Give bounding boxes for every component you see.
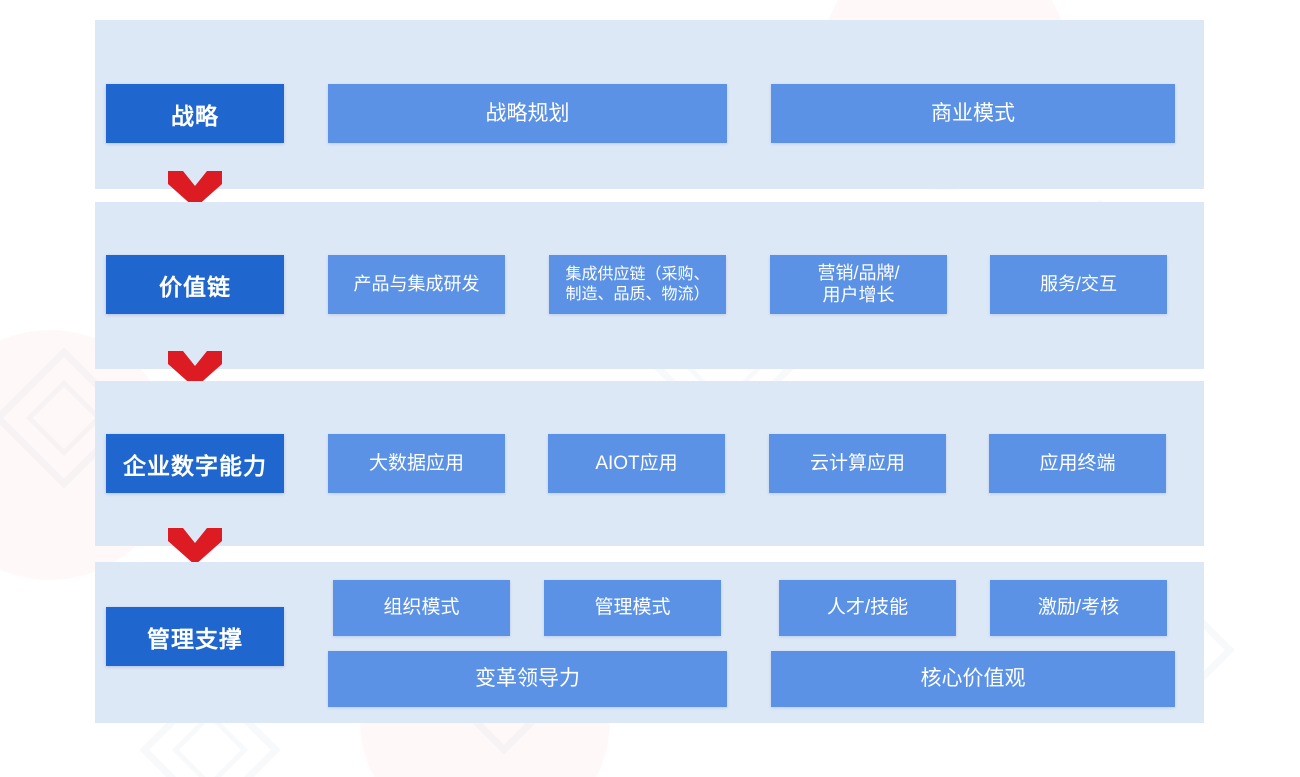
chevron-down-icon — [168, 171, 222, 208]
category-box-value-chain[interactable]: 价值链 — [106, 255, 284, 314]
category-box-management-support[interactable]: 管理支撑 — [106, 607, 284, 666]
item-box-big-data[interactable]: 大数据应用 — [328, 434, 505, 493]
category-box-strategy[interactable]: 战略 — [106, 84, 284, 143]
category-box-digital-capability[interactable]: 企业数字能力 — [106, 434, 284, 493]
chevron-down-icon — [168, 351, 222, 388]
item-box-service-interaction[interactable]: 服务/交互 — [990, 255, 1167, 314]
item-box-strategic-planning[interactable]: 战略规划 — [328, 84, 727, 143]
item-box-organization-model[interactable]: 组织模式 — [333, 580, 510, 636]
item-box-change-leadership[interactable]: 变革领导力 — [328, 651, 727, 707]
item-box-cloud-computing[interactable]: 云计算应用 — [769, 434, 946, 493]
item-box-incentive-assessment[interactable]: 激励/考核 — [990, 580, 1167, 636]
chevron-down-icon — [168, 528, 222, 565]
item-box-talent-skills[interactable]: 人才/技能 — [779, 580, 956, 636]
item-box-core-values[interactable]: 核心价值观 — [771, 651, 1175, 707]
item-box-management-model[interactable]: 管理模式 — [544, 580, 721, 636]
item-box-product-rnd[interactable]: 产品与集成研发 — [328, 255, 505, 314]
item-box-application-terminal[interactable]: 应用终端 — [989, 434, 1166, 493]
item-box-business-model[interactable]: 商业模式 — [771, 84, 1175, 143]
item-box-integrated-supply-chain[interactable]: 集成供应链（采购、 制造、品质、物流） — [549, 255, 726, 314]
item-box-aiot[interactable]: AIOT应用 — [548, 434, 725, 493]
item-box-marketing-brand-growth[interactable]: 营销/品牌/ 用户增长 — [770, 255, 947, 314]
